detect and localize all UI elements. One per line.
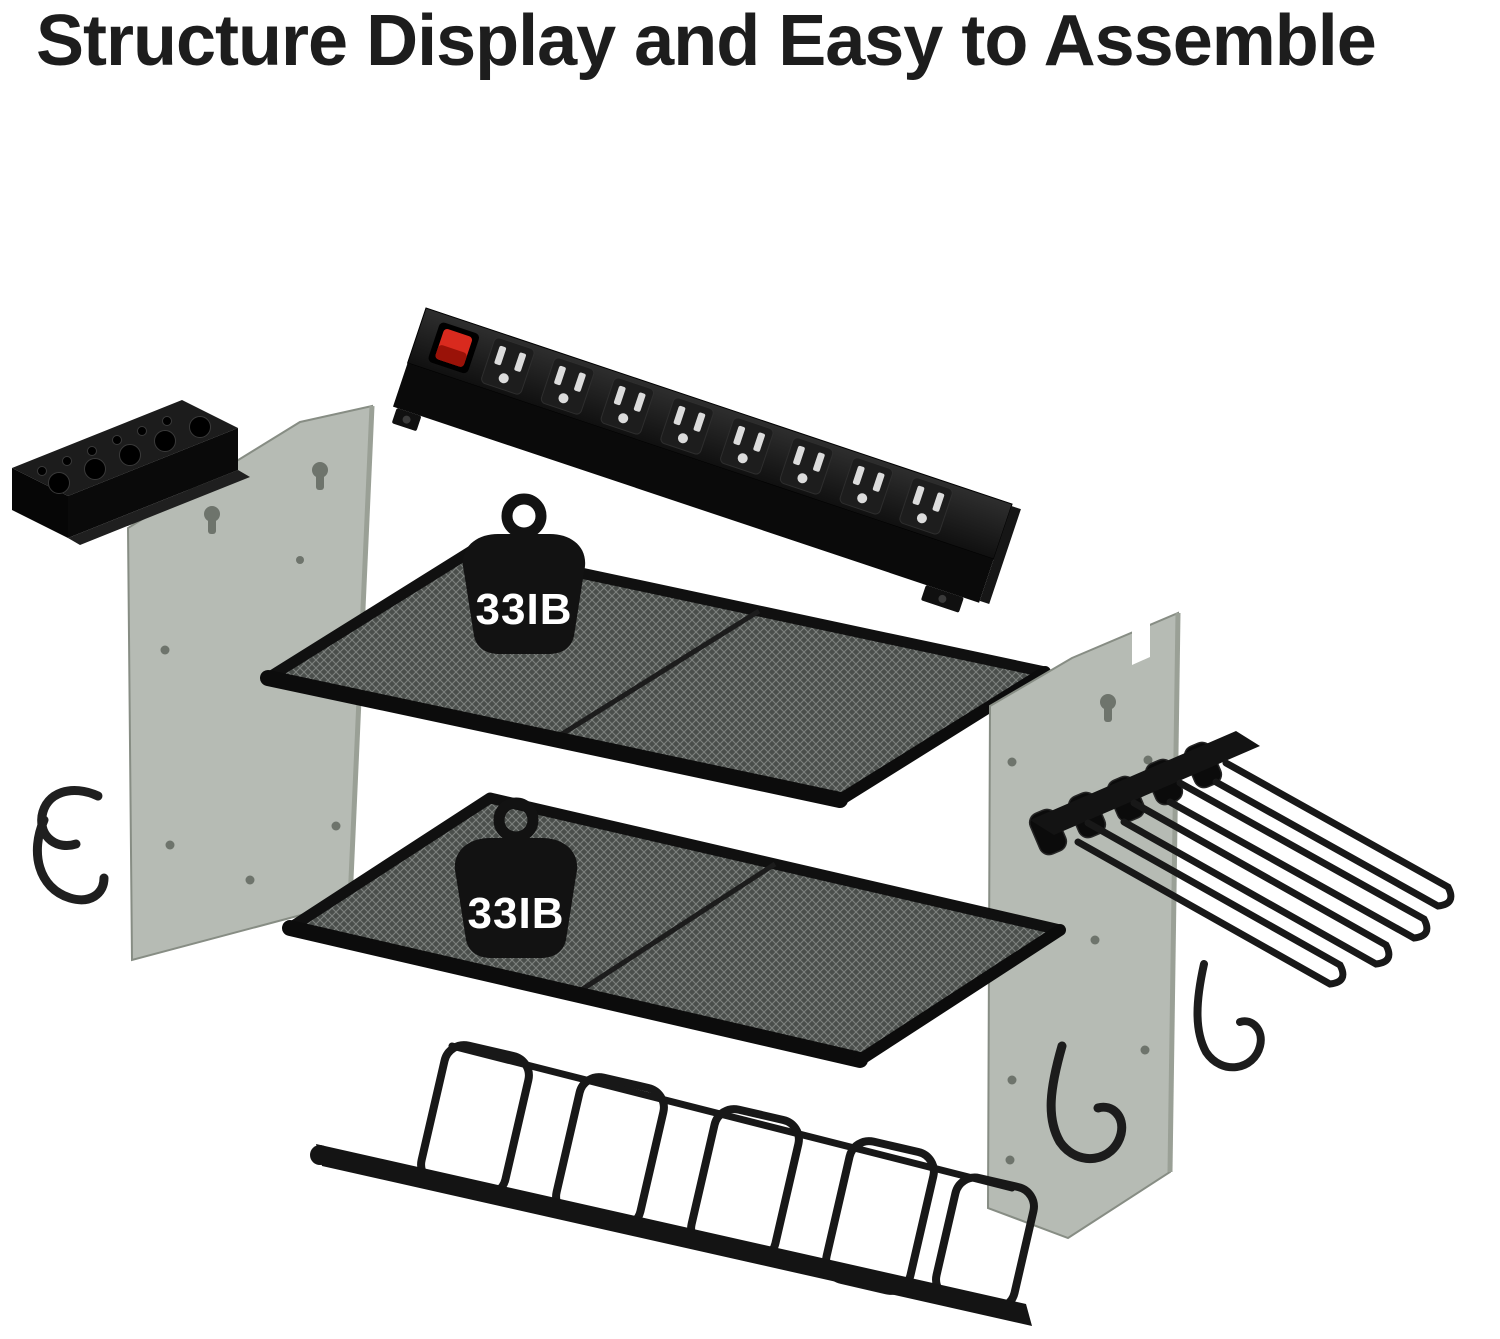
wire-prongs (1074, 759, 1455, 988)
weight-badge-upper: 33IB (462, 493, 586, 654)
weight-body-icon (462, 534, 586, 654)
upper-mesh-shelf (260, 544, 1051, 808)
keyhole-slot (1100, 694, 1116, 722)
outlets (481, 337, 953, 535)
bit-holder-bracket (12, 400, 250, 545)
right-side-panel (986, 611, 1181, 1240)
power-strip (392, 307, 1021, 613)
weight-handle-icon (501, 493, 547, 539)
weight-label-lower: 33IB (468, 889, 565, 938)
wire-loops (417, 1041, 1038, 1313)
s-hook (32, 786, 109, 905)
page-title: Structure Display and Easy to Assemble (36, 1, 1377, 81)
weight-label-upper: 33IB (476, 585, 573, 634)
keyhole-slot (204, 462, 328, 534)
bit-holes-small (37, 416, 172, 476)
bit-holes-large (48, 416, 211, 494)
side-drill-holder-rack (1028, 731, 1455, 988)
weight-handle-icon (493, 797, 539, 843)
j-hook (1046, 1041, 1127, 1163)
panel-holes (1005, 755, 1153, 1165)
small-hook (1193, 960, 1265, 1072)
bottom-rail (316, 1144, 1032, 1326)
bottom-drill-holder-rack (310, 1041, 1038, 1326)
power-switch (428, 322, 480, 374)
panel-top-notch (1132, 612, 1150, 665)
weight-body-icon (454, 838, 578, 958)
lower-mesh-shelf (282, 792, 1066, 1068)
weight-badge-lower: 33IB (454, 797, 578, 958)
